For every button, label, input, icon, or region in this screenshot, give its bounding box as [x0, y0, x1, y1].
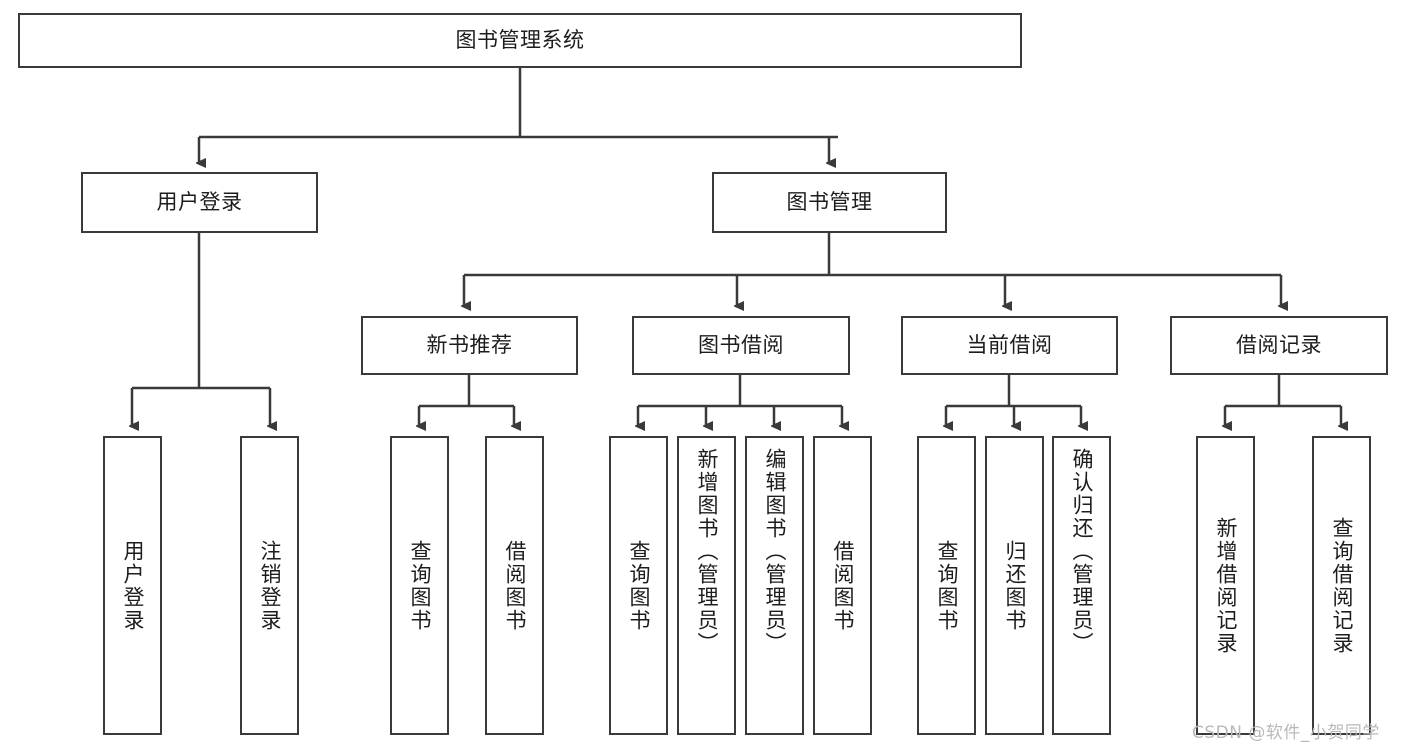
node-leaf-confirm-return[interactable]: 确认归还（管理员） — [1052, 436, 1111, 735]
node-leaf-query-record[interactable]: 查询借阅记录 — [1312, 436, 1371, 735]
node-leaf-user-login[interactable]: 用户登录 — [103, 436, 162, 735]
csdn-watermark: CSDN @软件_小贺同学 — [1192, 723, 1380, 743]
node-leaf-logout-label: 注销登录 — [258, 539, 282, 632]
node-leaf-confirm-return-label: 确认归还（管理员） — [1070, 448, 1094, 655]
node-root[interactable]: 图书管理系统 — [18, 13, 1022, 68]
node-root-label: 图书管理系统 — [455, 27, 585, 52]
node-user-login-label: 用户登录 — [156, 189, 243, 214]
node-leaf-query-book-rec-label: 查询图书 — [408, 539, 432, 632]
node-leaf-query-book-cur[interactable]: 查询图书 — [917, 436, 976, 735]
node-leaf-add-record[interactable]: 新增借阅记录 — [1196, 436, 1255, 735]
node-leaf-add-record-label: 新增借阅记录 — [1214, 516, 1238, 655]
node-leaf-borrow-book-rec[interactable]: 借阅图书 — [485, 436, 544, 735]
node-current-borrow[interactable]: 当前借阅 — [901, 316, 1118, 375]
node-book-manage-label: 图书管理 — [786, 189, 873, 214]
node-borrow-record-label: 借阅记录 — [1236, 332, 1322, 357]
node-leaf-edit-book[interactable]: 编辑图书（管理员） — [745, 436, 804, 735]
node-leaf-return-book-label: 归还图书 — [1003, 539, 1027, 632]
node-leaf-borrow-book-label: 借阅图书 — [831, 539, 855, 632]
node-leaf-edit-book-label: 编辑图书（管理员） — [763, 448, 787, 655]
node-leaf-query-book-rec[interactable]: 查询图书 — [390, 436, 449, 735]
node-leaf-query-book-cur-label: 查询图书 — [935, 539, 959, 632]
node-leaf-user-login-label: 用户登录 — [121, 539, 145, 632]
node-current-borrow-label: 当前借阅 — [966, 332, 1053, 357]
node-leaf-return-book[interactable]: 归还图书 — [985, 436, 1044, 735]
node-leaf-query-book[interactable]: 查询图书 — [609, 436, 668, 735]
node-leaf-query-book-label: 查询图书 — [627, 539, 651, 632]
node-new-book-rec[interactable]: 新书推荐 — [361, 316, 578, 375]
node-borrow-record[interactable]: 借阅记录 — [1170, 316, 1388, 375]
node-book-borrow-label: 图书借阅 — [698, 332, 784, 357]
node-leaf-query-record-label: 查询借阅记录 — [1330, 516, 1354, 655]
node-leaf-borrow-book[interactable]: 借阅图书 — [813, 436, 872, 735]
node-user-login[interactable]: 用户登录 — [81, 172, 318, 233]
node-new-book-rec-label: 新书推荐 — [426, 332, 513, 357]
node-leaf-add-book[interactable]: 新增图书（管理员） — [677, 436, 736, 735]
node-book-borrow[interactable]: 图书借阅 — [632, 316, 850, 375]
node-leaf-borrow-book-rec-label: 借阅图书 — [503, 539, 527, 632]
node-book-manage[interactable]: 图书管理 — [712, 172, 947, 233]
node-leaf-logout[interactable]: 注销登录 — [240, 436, 299, 735]
node-leaf-add-book-label: 新增图书（管理员） — [695, 448, 719, 655]
